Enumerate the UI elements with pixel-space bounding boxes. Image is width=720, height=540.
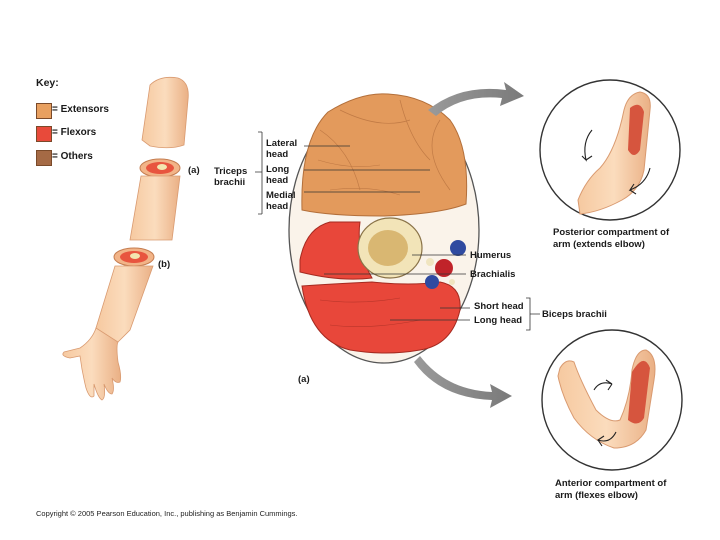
anterior-arrow-icon: [414, 356, 512, 408]
anterior-compartment-illustration: [541, 329, 683, 471]
others-key-label: = Others: [52, 151, 93, 162]
short-head-label: Short head: [474, 301, 524, 312]
long-head-biceps-label: Long head: [474, 315, 523, 326]
triceps-label-2: brachii: [214, 177, 246, 188]
key-title: Key:: [36, 77, 59, 89]
lateral-head-label-2: head: [266, 149, 289, 160]
anterior-caption-1: Anterior compartment of: [555, 478, 667, 489]
extensors-key-label: = Extensors: [52, 104, 109, 115]
marker-a: (a): [188, 165, 200, 176]
others-swatch: [36, 150, 52, 166]
extensors-swatch: [36, 103, 52, 119]
anterior-caption-2: arm (flexes elbow): [555, 490, 638, 501]
flexors-swatch: [36, 126, 52, 142]
posterior-compartment-illustration: [539, 79, 681, 221]
medial-head-label-1: Medial: [266, 190, 296, 201]
posterior-caption-2: arm (extends elbow): [553, 239, 645, 250]
copyright-notice: Copyright © 2005 Pearson Education, Inc.…: [36, 509, 298, 518]
brachialis-label: Brachialis: [470, 269, 516, 280]
medial-head-label-2: head: [266, 201, 289, 212]
lateral-head-label-1: Lateral: [266, 138, 298, 149]
leader-lines: [255, 131, 540, 331]
arm-cross-section: [288, 93, 480, 364]
humerus-label: Humerus: [470, 250, 512, 261]
flexors-key-label: = Flexors: [52, 127, 97, 138]
posterior-caption-1: Posterior compartment of: [553, 227, 670, 238]
long-head-label-2: head: [266, 175, 289, 186]
long-head-label-1: Long: [266, 164, 290, 175]
biceps-brachii-label: Biceps brachii: [542, 309, 607, 320]
posterior-arrow-icon: [428, 82, 524, 116]
arm-illustration: [62, 76, 189, 401]
triceps-label-1: Triceps: [214, 166, 248, 177]
marker-b: (b): [158, 259, 171, 270]
section-marker: (a): [298, 374, 310, 385]
